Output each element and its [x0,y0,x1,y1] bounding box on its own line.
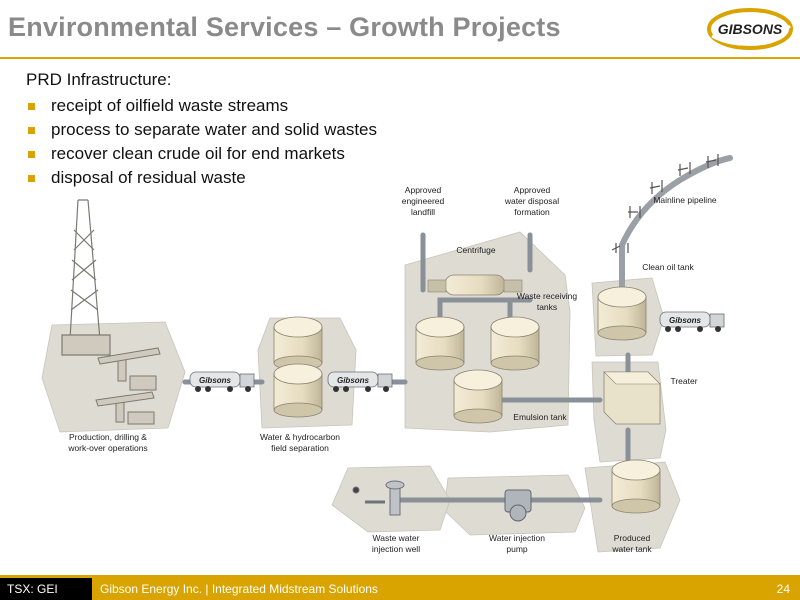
ticker-symbol: TSX: GEI [0,578,86,600]
label-landfill: Approved [405,185,442,195]
tank-icon [273,363,323,418]
injection-well-icon [352,480,405,516]
intro-heading: PRD Infrastructure: [26,70,172,89]
label-injection-well-2: injection well [372,544,420,554]
label-landfill-2: engineered [402,196,445,206]
label-centrifuge: Centrifuge [456,245,495,255]
bullet-marker-icon [28,175,35,182]
drilling-rig-icon [61,199,111,356]
tanker-truck-icon: Gibsons [327,371,393,392]
injection-pump-icon [504,489,532,522]
company-tagline: Gibson Energy Inc. | Integrated Midstrea… [100,582,378,596]
footer-accent [0,575,800,578]
bullet-item: recover clean crude oil for end markets [26,142,377,166]
label-receiving: Waste receiving [517,291,577,301]
label-separation-2: field separation [271,443,329,453]
tank-icon [490,316,540,371]
site-pads [41,231,681,553]
svg-text:Gibsons: Gibsons [669,316,702,325]
pipeline-supports [611,154,719,253]
mainline-pipeline [619,155,733,293]
label-injection-well: Waste water [373,533,420,543]
label-disposal-3: formation [514,207,550,217]
label-production: Production, drilling & [69,432,147,442]
label-landfill-3: landfill [411,207,435,217]
label-injection-pump: Water injection [489,533,545,543]
bullet-item: process to separate water and solid wast… [26,118,377,142]
tanker-truck-icon: Gibsons [659,311,725,332]
bullet-marker-icon [28,103,35,110]
tank-icon [273,316,323,371]
treater-icon [603,371,661,425]
page-title: Environmental Services – Growth Projects [8,12,561,42]
svg-text:Gibsons: Gibsons [337,376,370,385]
label-clean-oil: Clean oil tank [642,262,694,272]
bullet-list: receipt of oilfield waste streams proces… [26,94,377,190]
label-separation: Water & hydrocarbon [260,432,340,442]
label-disposal: Approved [514,185,551,195]
label-receiving-2: tanks [537,302,557,312]
label-production-2: work-over operations [67,443,147,453]
label-emulsion: Emulsion tank [513,412,567,422]
tank-icon [597,286,647,341]
storage-tanks [273,286,661,514]
footer: TSX: GEI Gibson Energy Inc. | Integrated… [0,575,800,600]
tank-icon [415,316,465,371]
label-injection-pump-2: pump [506,544,528,554]
bullet-marker-icon [28,151,35,158]
gibsons-logo: GIBSONS [707,8,793,50]
label-produced: Produced [614,533,651,543]
footer-band [92,578,800,600]
label-treater: Treater [670,376,697,386]
tanker-truck-icon: Gibsons [189,371,255,392]
bullet-item: disposal of residual waste [26,166,377,190]
pumpjack-icon [95,347,161,425]
svg-text:GIBSONS: GIBSONS [718,21,783,37]
tank-icon [453,369,503,424]
svg-text:Gibsons: Gibsons [199,376,232,385]
label-disposal-2: water disposal [504,196,559,206]
page-number: 24 [776,582,790,596]
centrifuge-icon [427,274,523,296]
label-mainline: Mainline pipeline [653,195,717,205]
tank-icon [611,459,661,514]
label-produced-2: water tank [611,544,652,554]
bullet-marker-icon [28,127,35,134]
bullet-item: receipt of oilfield waste streams [26,94,377,118]
diagram-labels: Production, drilling & work-over operati… [67,185,717,554]
title-divider [0,57,800,59]
